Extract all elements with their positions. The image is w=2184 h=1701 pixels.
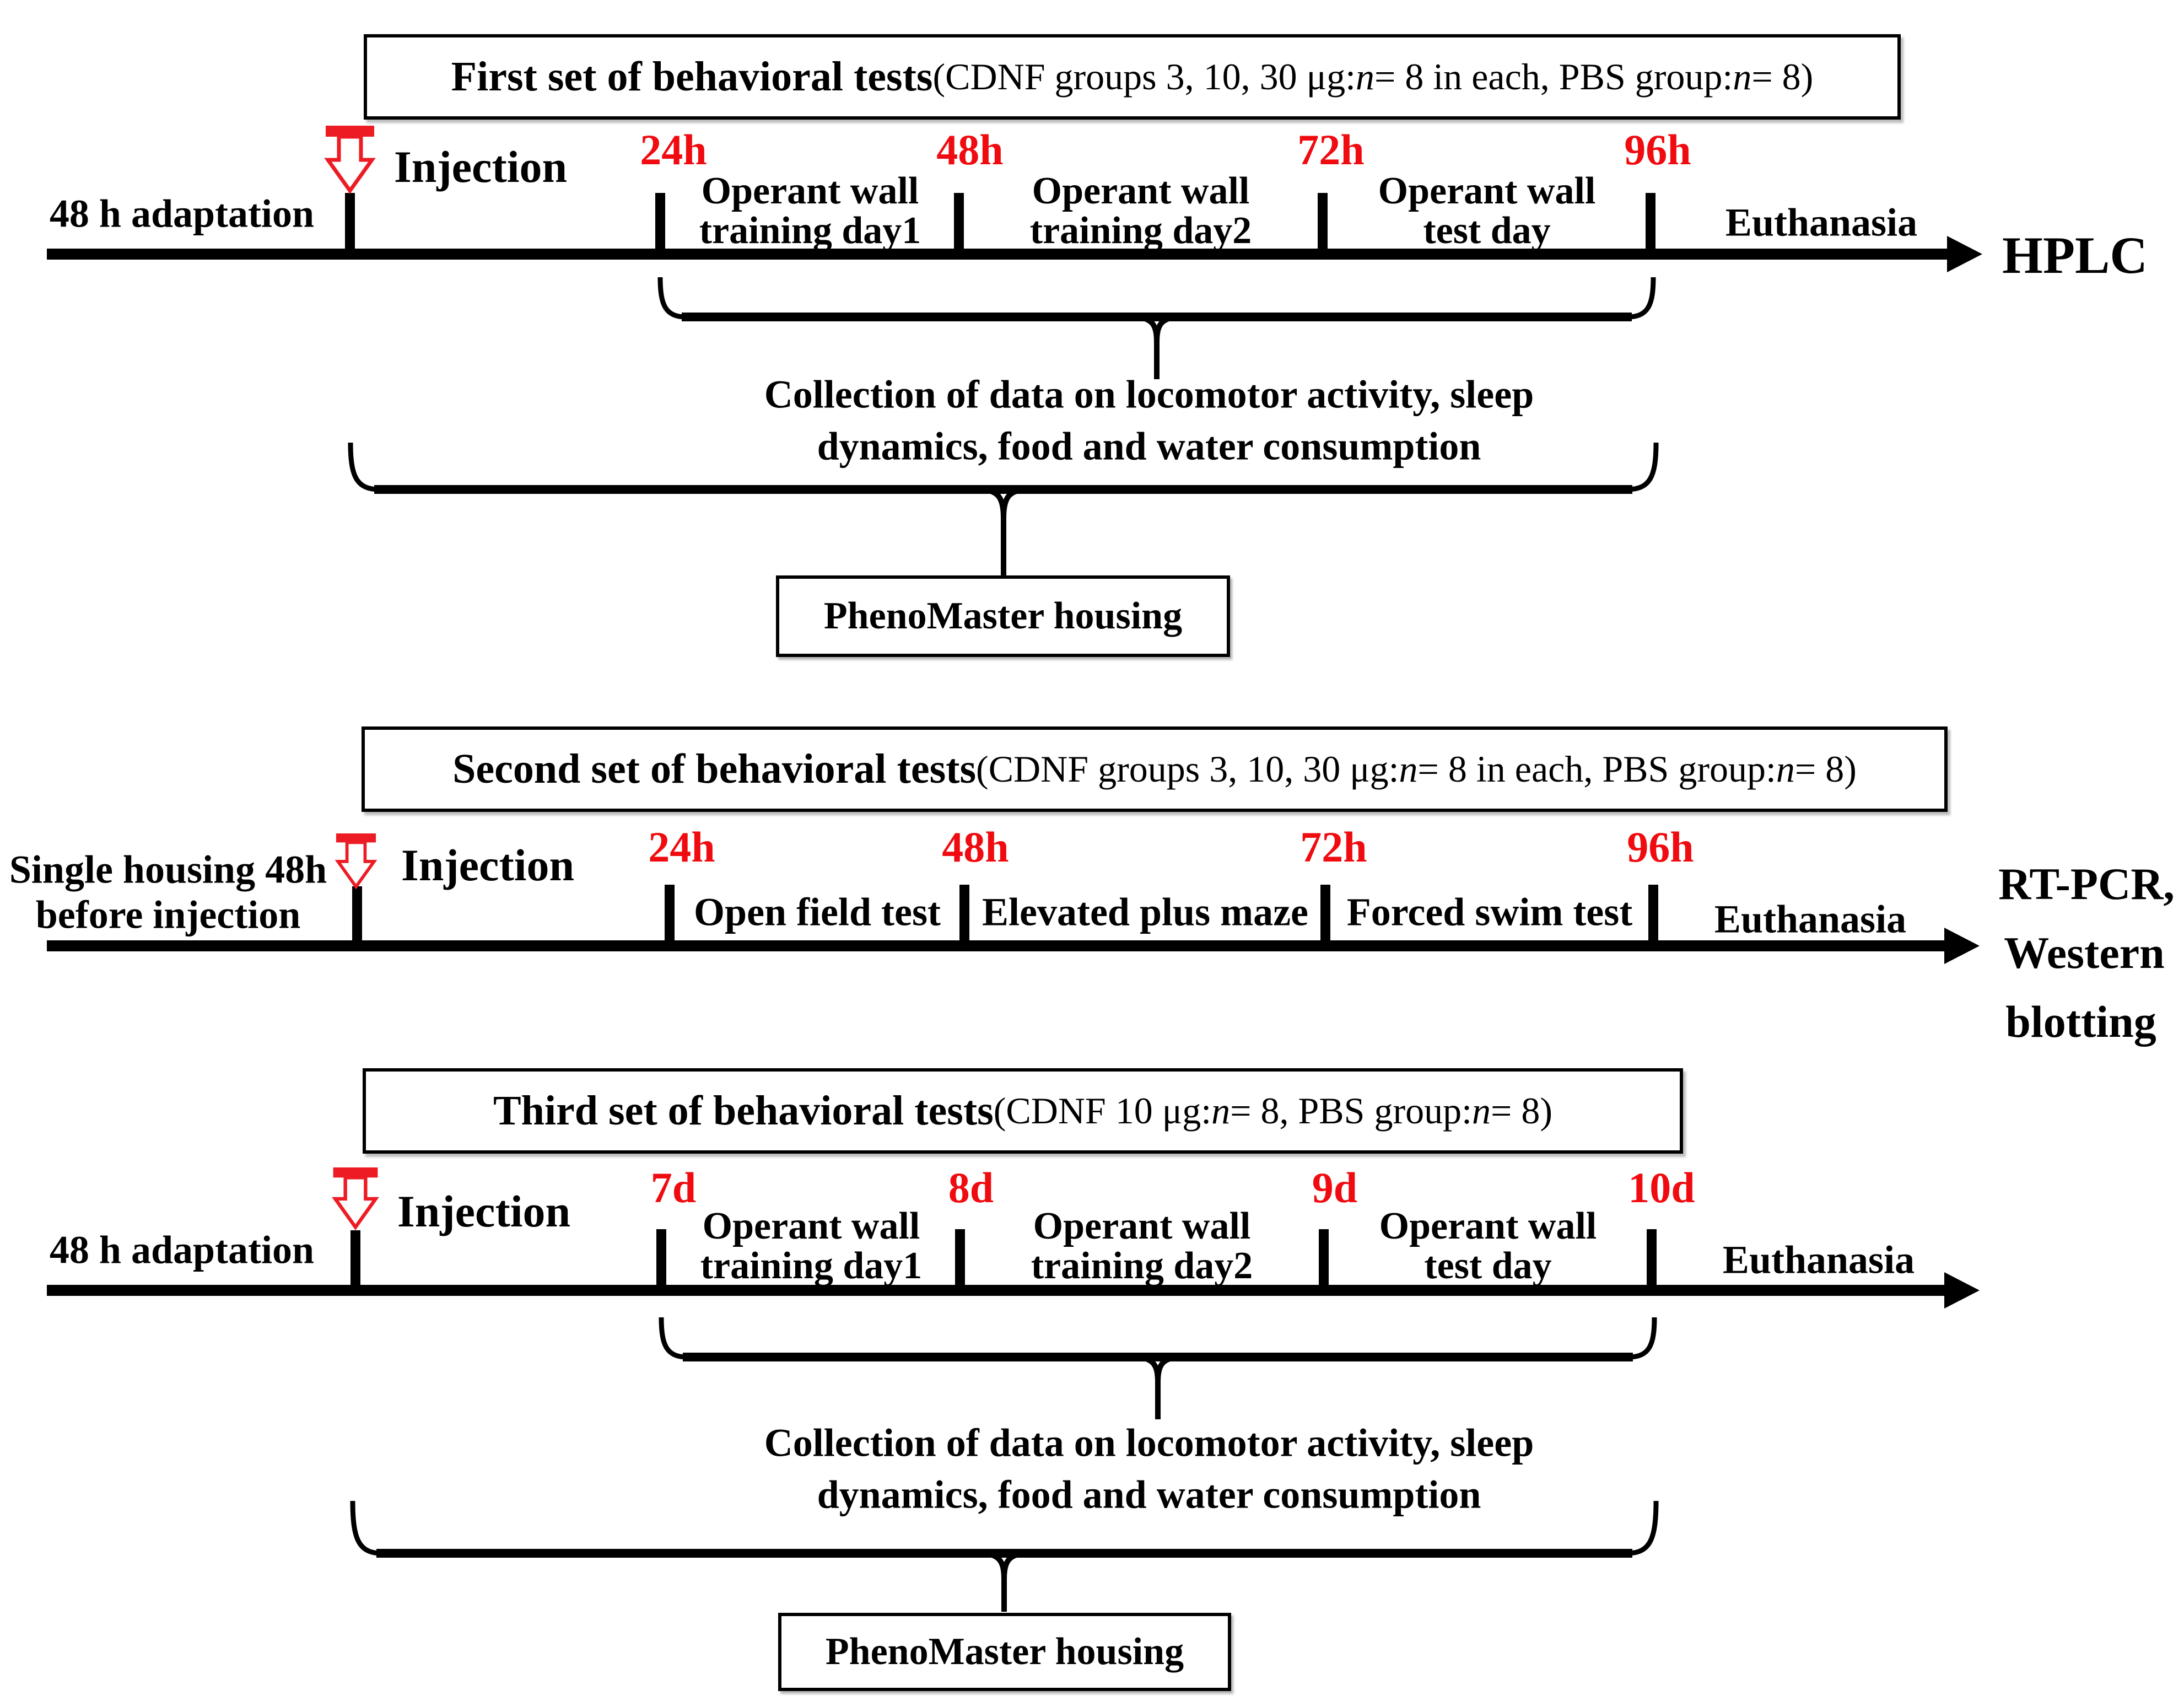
set3-euthanasia-label: Euthanasia [1722, 1237, 1915, 1282]
set3-adaptation-label: 48 h adaptation [49, 1228, 315, 1272]
set2-endpoint-line3: blotting [2005, 997, 2156, 1047]
set1-timeline-arrowhead-icon [1947, 236, 1982, 272]
set3-interval3-line1: Operant wall [1379, 1205, 1597, 1247]
set3-interval2-line2: training day2 [1031, 1245, 1253, 1287]
set2-housing-line2: before injection [35, 892, 301, 937]
set3-time-8d: 8d [948, 1164, 994, 1212]
set2-open-field-label: Open field test [694, 890, 941, 934]
set1-interval1-line1: Operant wall [701, 170, 919, 212]
set3-time-9d: 9d [1312, 1164, 1358, 1212]
set3-injection-label: Injection [397, 1186, 571, 1236]
set2-endpoint-line2: Western [2004, 928, 2165, 978]
set2-injection-label: Injection [401, 840, 575, 890]
set2-time-72h: 72h [1300, 823, 1367, 871]
set1-time-48h: 48h [936, 126, 1004, 174]
set3-interval1-line1: Operant wall [702, 1205, 920, 1247]
set1-interval3-line1: Operant wall [1378, 170, 1596, 212]
set3-tick-8d [955, 1229, 965, 1290]
set2-timeline-arrowhead-icon [1944, 928, 1980, 964]
set1-adaptation-label: 48 h adaptation [49, 191, 315, 236]
set1-collection-line1: Collection of data on locomotor activity… [764, 372, 1534, 417]
set1-tick-96h [1646, 193, 1655, 254]
set3-interval3-line2: test day [1424, 1245, 1552, 1287]
set1-injection-label: Injection [393, 142, 568, 192]
set1-interval2-line1: Operant wall [1032, 170, 1250, 212]
set3-interval1-line2: training day1 [700, 1245, 923, 1287]
set1-title: First set of behavioral tests [451, 53, 933, 100]
set1-brace-tests-icon [657, 277, 1656, 379]
set2-elevated-plus-maze-label: Elevated plus maze [982, 890, 1308, 934]
set1-euthanasia-label: Euthanasia [1725, 200, 1918, 245]
set1-tick-injection [345, 193, 355, 254]
set2-timeline [47, 940, 1945, 951]
set3-brace-housing-icon [350, 1500, 1659, 1612]
set1-interval2-line2: training day2 [1029, 209, 1252, 252]
set1-tick-24h [655, 193, 665, 254]
set1-tick-48h [954, 193, 964, 254]
set3-title: Third set of behavioral tests [493, 1088, 994, 1134]
set3-tick-10d [1647, 1229, 1657, 1290]
set3-timeline-arrowhead-icon [1944, 1272, 1980, 1309]
set2-housing-line1: Single housing 48h [9, 847, 327, 892]
set3-title-box: Third set of behavioral tests (CDNF 10 μ… [363, 1068, 1683, 1154]
set2-tick-72h [1320, 885, 1330, 946]
set2-time-24h: 24h [648, 823, 715, 871]
set2-tick-24h [665, 885, 675, 946]
set1-time-72h: 72h [1297, 126, 1365, 174]
set1-endpoint-hplc: HPLC [2002, 226, 2148, 284]
set2-title-box: Second set of behavioral tests (CDNF gro… [362, 726, 1948, 812]
set1-interval3-line2: test day [1423, 209, 1551, 252]
set1-tick-72h [1318, 193, 1328, 254]
set1-injection-arrow-icon [324, 126, 376, 195]
set3-tick-9d [1319, 1229, 1329, 1290]
set3-time-10d: 10d [1628, 1164, 1695, 1212]
set3-time-7d: 7d [650, 1164, 697, 1212]
set2-tick-injection [352, 886, 362, 946]
set1-interval1-line2: training day1 [699, 209, 921, 252]
set1-phenomaster-label: PhenoMaster housing [823, 595, 1183, 637]
set2-injection-arrow-icon [335, 833, 378, 890]
set2-time-96h: 96h [1627, 823, 1694, 871]
set3-timeline [47, 1285, 1945, 1296]
set3-phenomaster-box: PhenoMaster housing [778, 1613, 1231, 1691]
set3-brace-tests-icon [659, 1317, 1657, 1419]
set3-tick-7d [656, 1229, 666, 1290]
set2-forced-swim-label: Forced swim test [1346, 890, 1633, 934]
set2-time-48h: 48h [942, 823, 1009, 871]
set2-endpoint-line1: RT-PCR, [1998, 859, 2175, 909]
set1-time-24h: 24h [640, 126, 707, 174]
set1-title-box: First set of behavioral tests (CDNF grou… [364, 34, 1901, 120]
set3-collection-line1: Collection of data on locomotor activity… [764, 1420, 1534, 1465]
set2-tick-48h [959, 885, 969, 946]
set1-collection-line2: dynamics, food and water consumption [817, 424, 1481, 469]
set1-brace-housing-icon [348, 442, 1659, 575]
set2-tick-96h [1648, 885, 1658, 946]
set3-phenomaster-label: PhenoMaster housing [825, 1630, 1184, 1673]
set3-interval2-line1: Operant wall [1033, 1205, 1251, 1247]
set2-title: Second set of behavioral tests [452, 746, 977, 792]
set1-phenomaster-box: PhenoMaster housing [776, 575, 1230, 657]
set3-collection-line2: dynamics, food and water consumption [817, 1472, 1481, 1517]
set3-tick-injection [350, 1230, 360, 1290]
set3-injection-arrow-icon [332, 1167, 379, 1230]
set2-euthanasia-label: Euthanasia [1714, 897, 1907, 941]
set1-timeline [47, 249, 1948, 260]
set1-time-96h: 96h [1624, 126, 1691, 174]
